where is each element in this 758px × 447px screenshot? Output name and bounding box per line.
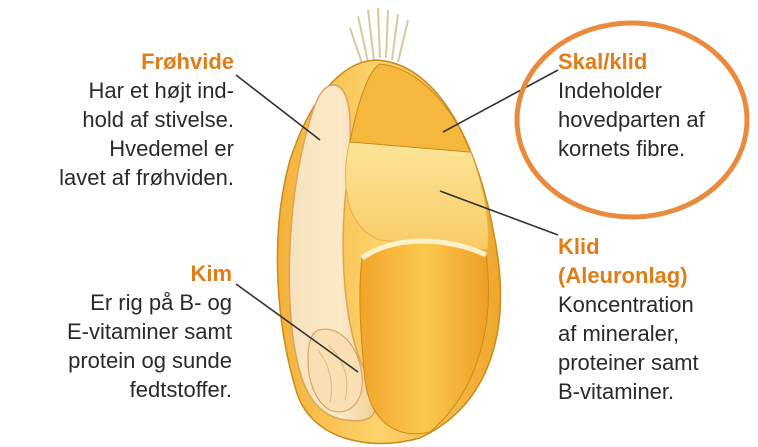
frohvide-line-1: Har et højt ind- bbox=[10, 76, 234, 105]
frohvide-line-2: hold af stivelse. bbox=[10, 105, 234, 134]
klid-line-2: af mineraler, bbox=[558, 319, 753, 348]
kim-line-1: Er rig på B- og bbox=[10, 288, 232, 317]
kernel-brush bbox=[350, 8, 408, 66]
kim-line-4: fedtstoffer. bbox=[10, 375, 232, 404]
label-skal-klid: Skal/klid Indeholder hovedparten af korn… bbox=[558, 47, 753, 163]
frohvide-title: Frøhvide bbox=[10, 47, 234, 76]
skal-title: Skal/klid bbox=[558, 47, 753, 76]
skal-line-3: kornets fibre. bbox=[558, 134, 753, 163]
skal-line-1: Indeholder bbox=[558, 76, 753, 105]
kim-line-3: protein og sunde bbox=[10, 346, 232, 375]
kim-line-2: E-vitaminer samt bbox=[10, 317, 232, 346]
kernel-lower-section bbox=[360, 240, 489, 433]
frohvide-pointer bbox=[236, 75, 320, 140]
label-frohvide: Frøhvide Har et højt ind- hold af stivel… bbox=[10, 47, 234, 192]
skal-line-2: hovedparten af bbox=[558, 105, 753, 134]
klid-line-4: B-vitaminer. bbox=[558, 377, 753, 406]
label-kim: Kim Er rig på B- og E-vitaminer samt pro… bbox=[10, 259, 232, 404]
klid-line-3: proteiner samt bbox=[558, 348, 753, 377]
frohvide-line-4: lavet af frøhviden. bbox=[10, 163, 234, 192]
klid-title-2: (Aleuronlag) bbox=[558, 261, 753, 290]
klid-line-1: Koncentration bbox=[558, 290, 753, 319]
label-klid-aleuronlag: Klid (Aleuronlag) Koncentration af miner… bbox=[558, 232, 753, 406]
frohvide-line-3: Hvedemel er bbox=[10, 134, 234, 163]
kim-title: Kim bbox=[10, 259, 232, 288]
klid-title-1: Klid bbox=[558, 232, 753, 261]
skal-pointer bbox=[443, 70, 558, 132]
